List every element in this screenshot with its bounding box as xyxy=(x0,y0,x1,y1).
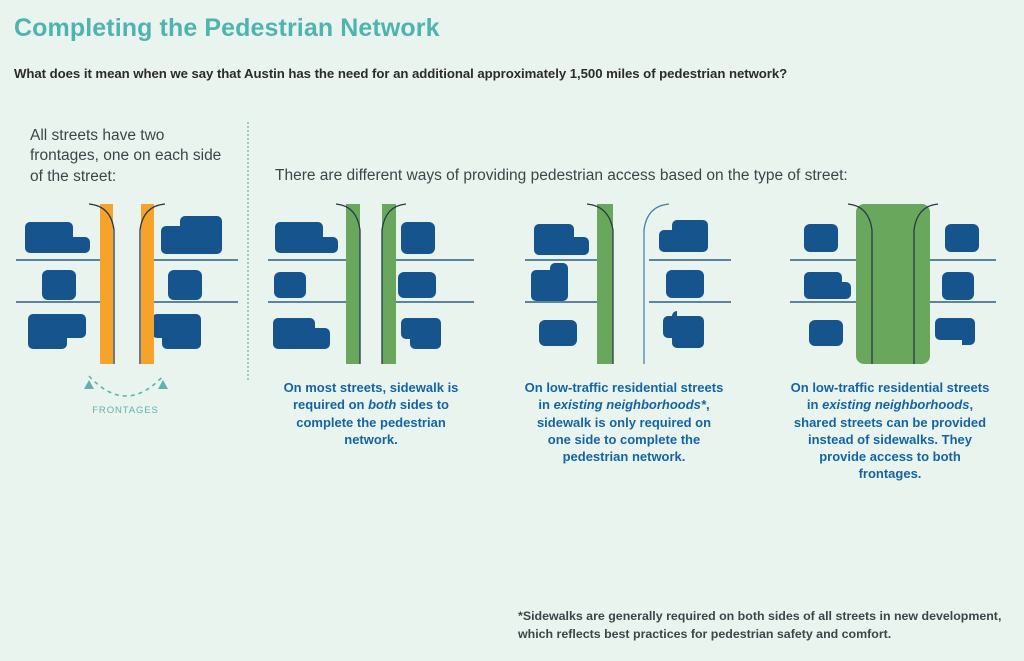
caption-part: On most streets, sidewalk is required on xyxy=(283,380,459,413)
sidewalk-bar-left xyxy=(346,204,360,364)
caption-part: , sidewalk is only required on one side … xyxy=(536,397,712,465)
building-block xyxy=(168,270,202,300)
building-block xyxy=(274,272,306,298)
arrow-head-right-icon xyxy=(158,380,168,389)
frontage-bar-right xyxy=(141,204,154,364)
building-block xyxy=(809,320,843,346)
shared-street-fill xyxy=(856,204,930,364)
curb-line-right xyxy=(913,203,939,364)
building-block xyxy=(401,318,441,349)
building-block xyxy=(666,270,704,298)
caption-one-side: On low-traffic residential streets in ex… xyxy=(524,379,724,465)
frontages-diagram-svg xyxy=(16,203,238,364)
one-side-diagram-svg xyxy=(525,203,731,364)
building-block xyxy=(942,272,974,300)
curb-line-left xyxy=(847,203,873,364)
building-block xyxy=(398,272,436,298)
page-subtitle: What does it mean when we say that Austi… xyxy=(14,66,788,81)
building-block xyxy=(42,270,76,300)
caption-most-streets: On most streets, sidewalk is required on… xyxy=(272,379,470,448)
shared-street-diagram-svg xyxy=(790,203,996,364)
building-block xyxy=(935,318,975,345)
diagram-panel-most-streets xyxy=(268,196,474,366)
building-block xyxy=(804,224,838,252)
sidewalk-bar-right xyxy=(382,204,396,364)
caption-part: On low-traffic residential streets in xyxy=(524,380,724,413)
curb-line-left xyxy=(88,203,115,364)
caption-part-italic: existing neighborhoods xyxy=(822,397,970,413)
frontages-label: FRONTAGES xyxy=(92,405,159,416)
diagram-panel-one-side xyxy=(525,196,731,366)
caption-part-italic: existing neighborhoods* xyxy=(553,397,706,413)
page-title: Completing the Pedestrian Network xyxy=(14,14,440,42)
caption-part-italic: both xyxy=(368,397,397,413)
building-block xyxy=(534,224,589,255)
footnote-text: *Sidewalks are generally required on bot… xyxy=(518,609,1002,641)
vertical-dotted-divider xyxy=(247,122,249,380)
lead-in-left-text: All streets have two frontages, one on e… xyxy=(30,127,222,185)
building-block xyxy=(161,216,222,254)
curb-line-right xyxy=(139,203,166,364)
building-block xyxy=(273,318,330,349)
diagram-panel-frontages xyxy=(16,196,238,366)
curb-line-right xyxy=(381,203,407,364)
building-block xyxy=(539,320,577,346)
curb-line-right-no-sidewalk xyxy=(643,203,670,364)
frontage-bar-left xyxy=(100,204,113,364)
frontages-arrow-svg xyxy=(84,375,168,397)
building-block xyxy=(945,224,979,252)
curb-line-left xyxy=(335,203,361,364)
building-block xyxy=(401,222,435,254)
building-block xyxy=(804,272,851,299)
building-block xyxy=(28,314,86,349)
caption-part: , shared streets can be provided instead… xyxy=(793,397,987,482)
sidewalk-bar-left xyxy=(597,204,613,364)
lead-in-right-text: There are different ways of providing pe… xyxy=(275,167,848,184)
building-block xyxy=(152,314,201,349)
caption-shared-street: On low-traffic residential streets in ex… xyxy=(790,379,990,483)
most-streets-diagram-svg xyxy=(268,203,474,364)
building-block xyxy=(275,222,338,253)
building-block xyxy=(531,263,568,301)
diagram-panel-shared-street xyxy=(790,196,996,366)
building-block xyxy=(659,220,708,252)
caption-part: sides to complete the pedestrian network… xyxy=(296,397,450,447)
frontages-annotation xyxy=(78,366,174,408)
building-block xyxy=(663,311,704,348)
caption-part: On low-traffic residential streets in xyxy=(790,380,990,413)
building-block xyxy=(25,222,90,253)
arrow-head-left-icon xyxy=(84,380,94,389)
dashed-arc xyxy=(88,375,164,397)
curb-line-left xyxy=(586,203,614,364)
